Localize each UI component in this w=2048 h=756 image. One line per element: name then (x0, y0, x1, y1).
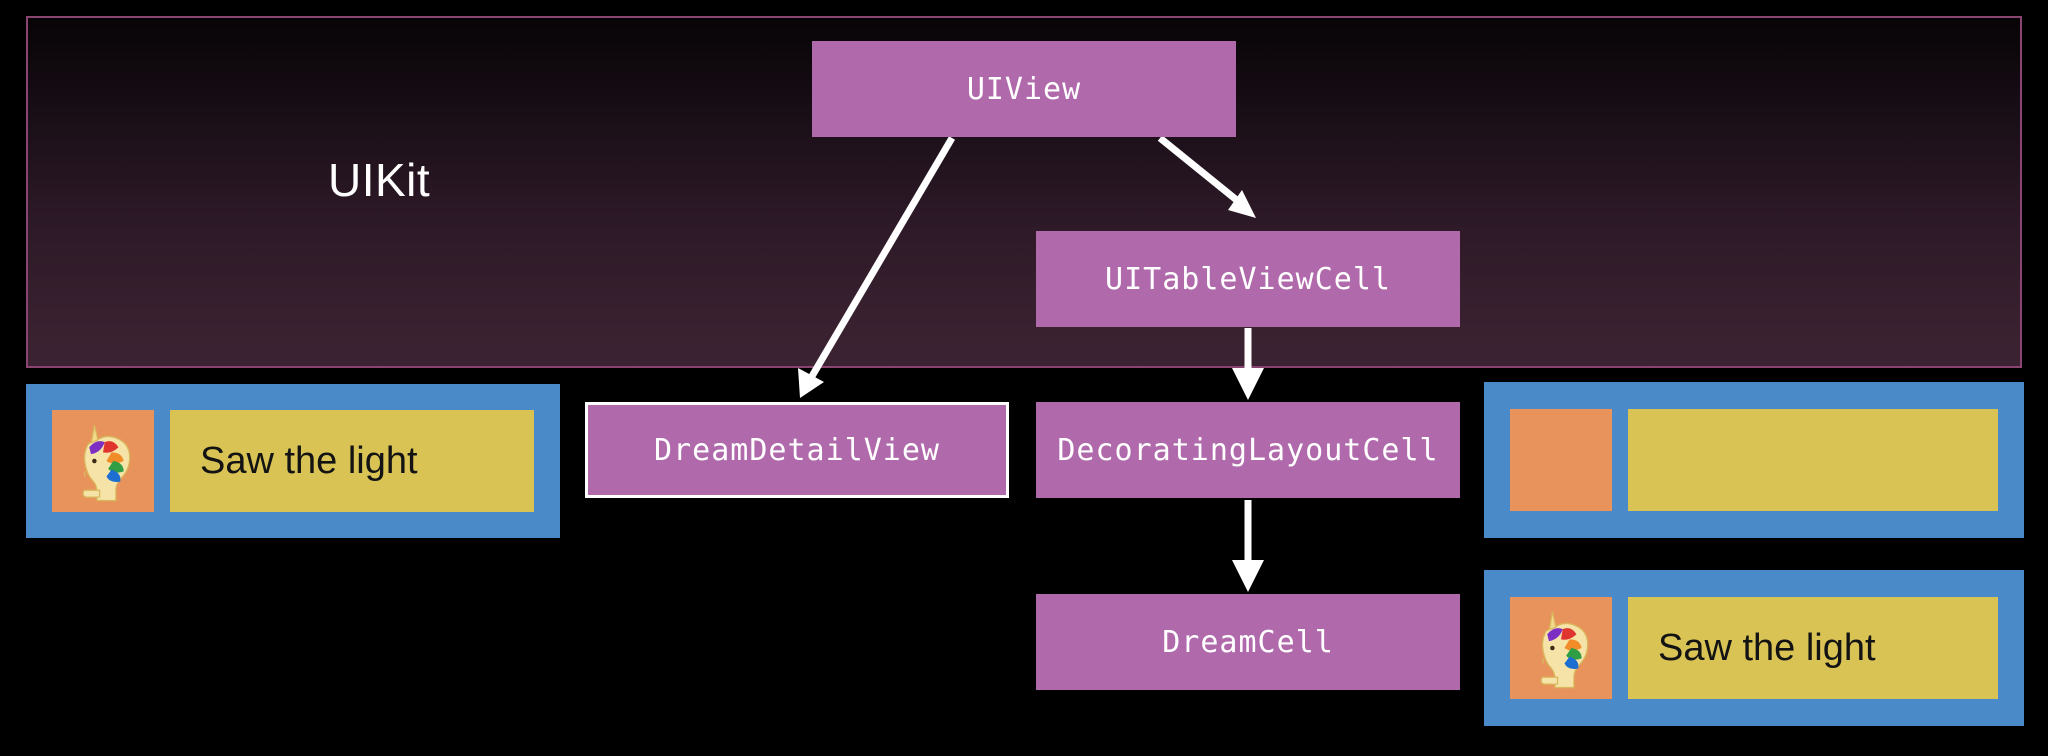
unicorn-icon (52, 410, 154, 512)
uikit-group-label: UIKit (328, 154, 431, 206)
table-view-cell-title: Saw the light (1628, 597, 1998, 699)
class-box-label: DreamDetailView (654, 432, 940, 468)
table-view-cell-left[interactable]: Saw the light (26, 384, 560, 538)
class-box-label: DreamCell (1162, 624, 1334, 660)
unicorn-icon (1510, 597, 1612, 699)
table-view-cell-title: Saw the light (170, 410, 534, 512)
table-view-cell-title (1628, 409, 1998, 511)
class-box-dreamcell[interactable]: DreamCell (1036, 594, 1460, 690)
class-box-decoratinglayoutcell[interactable]: DecoratingLayoutCell (1036, 402, 1460, 498)
table-view-cell-right-top[interactable] (1484, 382, 2024, 538)
table-view-cell-right-bottom[interactable]: Saw the light (1484, 570, 2024, 726)
class-box-label: UIView (966, 71, 1082, 107)
class-box-label: DecoratingLayoutCell (1057, 432, 1439, 468)
class-box-uitableviewcell[interactable]: UITableViewCell (1036, 231, 1460, 327)
class-box-dreamdetailview[interactable]: DreamDetailView (585, 402, 1009, 498)
arrow-decoratinglayoutcell-to-dreamcell (1232, 500, 1264, 592)
class-box-label: UITableViewCell (1105, 261, 1391, 297)
placeholder-icon (1510, 409, 1612, 511)
class-box-uiview[interactable]: UIView (812, 41, 1236, 137)
